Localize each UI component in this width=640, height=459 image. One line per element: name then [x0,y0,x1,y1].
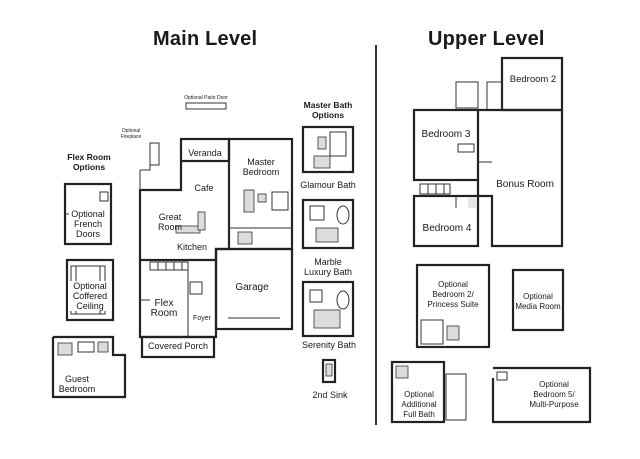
option-full-bath: Optional Additional Full Bath [401,390,437,419]
optional-fireplace-label: Optional Fireplace [120,128,142,140]
room-bedroom-2: Bedroom 2 [509,74,557,85]
room-master-bedroom: Master Bedroom [242,157,280,177]
option-guest-bedroom: Guest Bedroom [58,374,96,394]
room-covered-porch: Covered Porch [147,341,209,351]
room-flex-room: Flex Room [150,298,178,319]
flex-room-options-heading: Flex Room Options [67,152,111,172]
option-marble-luxury-bath: Marble Luxury Bath [303,257,353,277]
main-level-plan [51,102,355,399]
room-bedroom-3: Bedroom 3 [421,129,471,140]
main-level-title: Main Level [153,28,258,50]
room-garage: Garage [235,282,269,293]
optional-patio-door-label: Optional Patio Door [184,95,228,101]
room-bonus-room: Bonus Room [496,179,554,190]
option-2nd-sink: 2nd Sink [312,390,348,400]
room-cafe: Cafe [194,183,214,193]
room-bedroom-4: Bedroom 4 [422,223,472,234]
upper-level-plan [390,56,592,424]
room-veranda: Veranda [188,148,222,158]
option-princess-suite: Optional Bedroom 2/ Princess Suite [427,280,479,309]
option-coffered-ceiling: Optional Coffered Ceiling [68,281,112,311]
room-foyer: Foyer [193,315,211,322]
option-french-doors: Optional French Doors [71,209,105,239]
room-kitchen: Kitchen [176,242,208,252]
upper-level-title: Upper Level [428,28,545,50]
master-bath-options-heading: Master Bath Options [303,100,353,120]
option-serenity-bath: Serenity Bath [301,340,357,350]
option-bedroom-5: Optional Bedroom 5/ Multi-Purpose [529,380,579,409]
room-great-room: Great Room [157,212,182,232]
option-media-room: Optional Media Room [515,292,561,311]
level-divider [375,45,377,425]
option-glamour-bath: Glamour Bath [300,180,356,190]
